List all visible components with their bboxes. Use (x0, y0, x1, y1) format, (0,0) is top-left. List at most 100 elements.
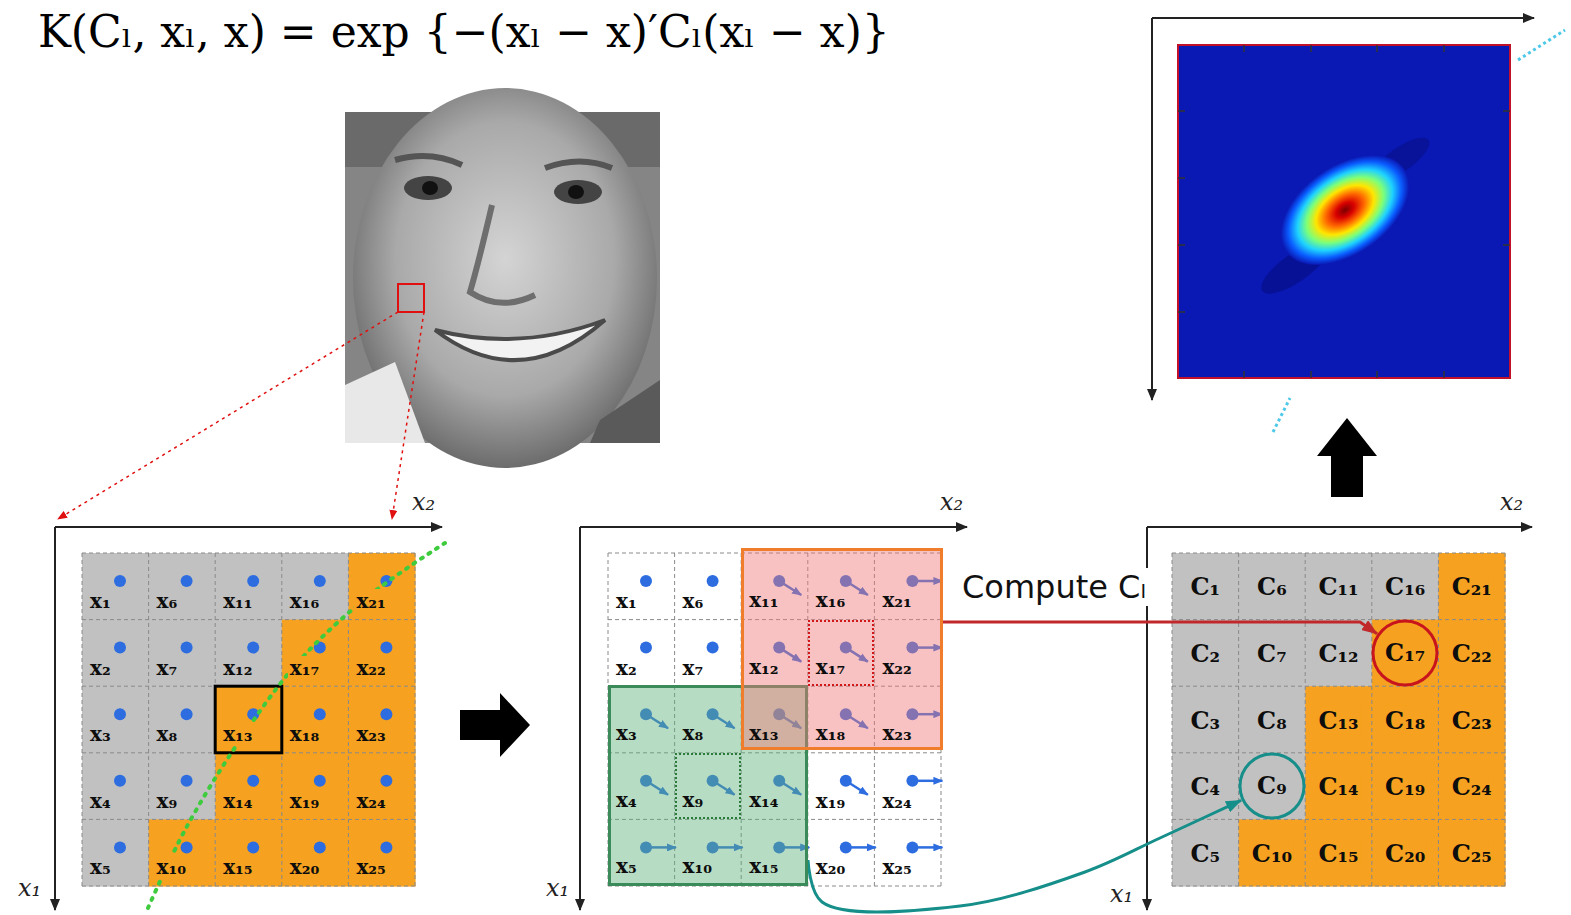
point-label: x₁₃ (221, 722, 254, 746)
grid-cell (149, 753, 216, 820)
grid-cell (1172, 686, 1239, 753)
highlight-circle: C₉ (1238, 752, 1306, 820)
flow-arrow (846, 846, 876, 849)
zoom-leader (58, 312, 398, 519)
cell-label: C₁₀ (1250, 838, 1294, 867)
cell-label: C₆ (1255, 572, 1289, 601)
grid-cell (282, 620, 349, 687)
grid-cell (1172, 753, 1239, 820)
pixel-dot (181, 775, 193, 787)
grid-cell (348, 686, 415, 753)
point-label: x₁₉ (288, 789, 321, 813)
tick (1503, 110, 1510, 112)
tick (1503, 244, 1510, 246)
point-label: x₁₀ (683, 855, 712, 878)
cyan-leader (1518, 30, 1565, 60)
step-label: Compute Cₗ (960, 568, 1148, 606)
grid-line (1505, 553, 1506, 886)
point-label: x₂₀ (288, 855, 321, 879)
grid-cell (1172, 620, 1239, 687)
pixel-dot (181, 642, 193, 654)
point-label: x₅ (616, 855, 637, 878)
grid-cell (282, 753, 349, 820)
cell-label: C₉ (1257, 772, 1287, 800)
grid-cell (1372, 620, 1439, 687)
flow-arrow (912, 780, 942, 783)
point-label: x₁₁ (221, 589, 254, 613)
grid-cell (1438, 620, 1505, 687)
axis-label: x₂ (1498, 488, 1525, 516)
tick (1376, 371, 1378, 378)
point-label: x₁₃ (749, 722, 778, 745)
grid-cell (1239, 553, 1306, 620)
grid-cell (215, 553, 282, 620)
point-label: x₁₆ (816, 589, 845, 612)
grid-cell (348, 620, 415, 687)
tick (1178, 177, 1185, 179)
edge-curve (148, 543, 445, 908)
cell-label: C₁₄ (1316, 772, 1360, 801)
grid-cell (348, 553, 415, 620)
pixel-dot (247, 841, 259, 853)
pixel-dot (114, 708, 126, 720)
point-label: x₂₀ (814, 855, 847, 879)
photo-pupil (568, 185, 584, 199)
cell-label: C₂₅ (1450, 838, 1494, 867)
grid-cell (149, 620, 216, 687)
pixel-dot (114, 775, 126, 787)
point-label: x₂₅ (354, 855, 387, 879)
pixel-dot (314, 775, 326, 787)
cell-label: C₄ (1188, 772, 1222, 801)
pixel-dot (314, 841, 326, 853)
grid-cell (1172, 553, 1239, 620)
point-label: x₁₆ (288, 589, 321, 613)
cell-label: C₁₂ (1316, 638, 1360, 667)
grid-cell (82, 686, 149, 753)
cell-label: C₁₈ (1383, 705, 1427, 734)
grid-cell (1305, 686, 1372, 753)
point-label: x₁₄ (221, 789, 254, 813)
tick (1243, 371, 1245, 378)
axis-line (54, 527, 56, 910)
point-label: x₁₂ (749, 656, 778, 679)
circle-outline (1373, 621, 1437, 685)
grid-cell (215, 819, 282, 886)
pixel-dot (707, 575, 719, 587)
point-label: x₂₂ (882, 656, 911, 679)
grid-line (1172, 686, 1505, 687)
photo-brow (545, 162, 612, 169)
grid-cell (1438, 753, 1505, 820)
axis-label: x₁ (16, 874, 43, 902)
tick (1376, 45, 1378, 52)
grid-cell (282, 686, 349, 753)
grid-line (1238, 553, 1239, 886)
grid-cell (215, 620, 282, 687)
grid-line (1371, 553, 1372, 886)
point-label: x₄ (88, 789, 113, 813)
photo-nose (470, 205, 535, 303)
point-label: x₂₄ (354, 789, 387, 813)
cell-label: C₂₂ (1450, 638, 1494, 667)
pixel-dot (380, 708, 392, 720)
grid-overlay (148, 543, 445, 908)
tick (1178, 311, 1185, 313)
pixel-dot (114, 841, 126, 853)
cell-label: C₂₃ (1450, 705, 1494, 734)
grid-cell (1438, 819, 1505, 886)
cell-label: C₂₀ (1383, 838, 1427, 867)
point-label: x₁₉ (814, 789, 847, 813)
axis-line (1147, 526, 1532, 528)
grid-line (1305, 553, 1306, 886)
grid-fill (1172, 553, 1506, 887)
grid-line (148, 553, 149, 886)
point-label: x₆ (155, 589, 180, 613)
cell-label: C₁ (1188, 572, 1222, 601)
pixel-dot (314, 575, 326, 587)
point-label: x₃ (88, 722, 113, 746)
pixel-dot (380, 775, 392, 787)
grid-cell (348, 753, 415, 820)
grid-cell (282, 819, 349, 886)
kernel-formula: K(Cₗ, xₗ, x) = exp {−(xₗ − x)′Cₗ(xₗ − x)… (38, 6, 890, 57)
photo-smile (435, 320, 605, 360)
axis-line (579, 527, 581, 910)
